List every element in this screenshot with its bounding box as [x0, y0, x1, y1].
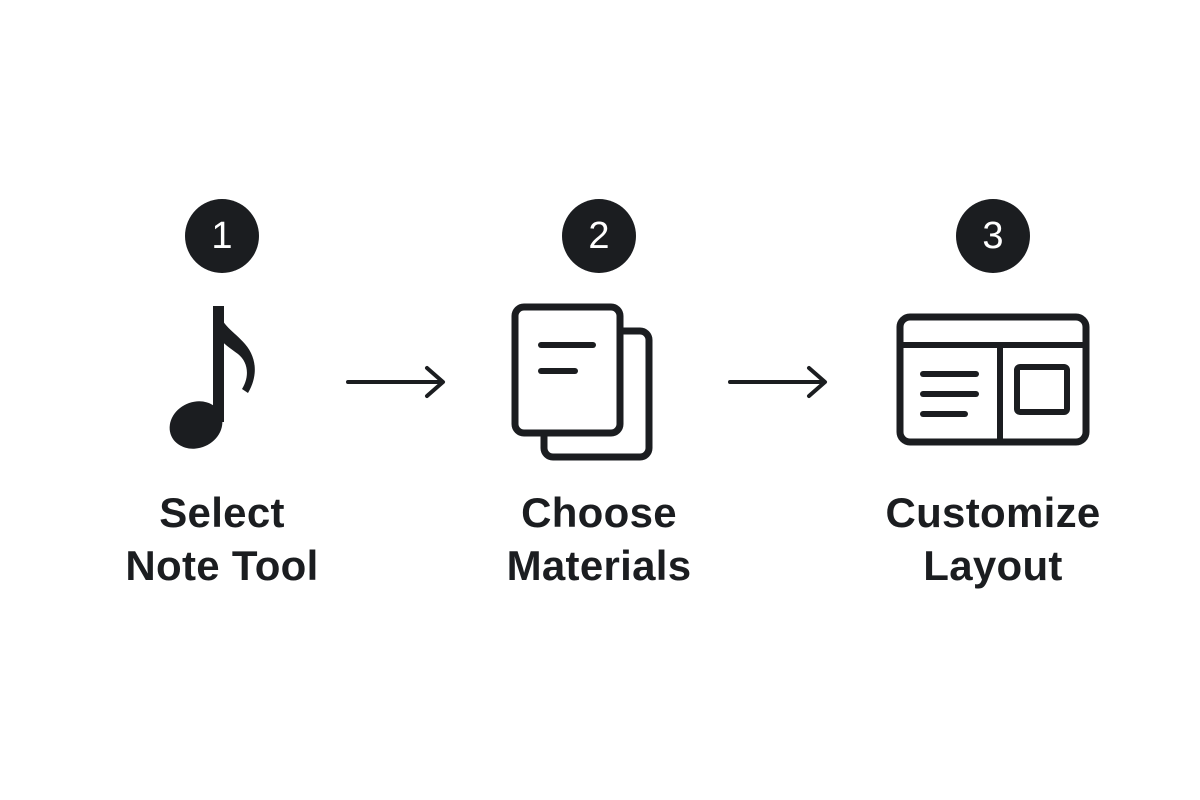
right-arrow-icon: [725, 350, 835, 410]
step-label: Choose Materials: [439, 486, 759, 592]
documents-icon: [489, 298, 709, 466]
step-label: Select Note Tool: [62, 486, 382, 592]
right-arrow-icon: [343, 350, 453, 410]
step-label-line: Select: [159, 489, 285, 536]
step-label: Customize Layout: [833, 486, 1153, 592]
music-note-icon: [112, 298, 332, 466]
step-number-badge: 3: [956, 199, 1030, 273]
step-label-line: Layout: [923, 542, 1063, 589]
step-number-badge: 1: [185, 199, 259, 273]
layout-window-icon: [883, 298, 1103, 466]
step-label-line: Note Tool: [125, 542, 319, 589]
step-label-line: Choose: [521, 489, 677, 536]
step-choose-materials: 2 Choose Materials: [439, 0, 759, 800]
step-customize-layout: 3 Customize Layout: [833, 0, 1153, 800]
step-label-line: Materials: [506, 542, 692, 589]
step-select-note-tool: 1 Select Note Tool: [62, 0, 382, 800]
step-number-badge: 2: [562, 199, 636, 273]
step-label-line: Customize: [885, 489, 1101, 536]
